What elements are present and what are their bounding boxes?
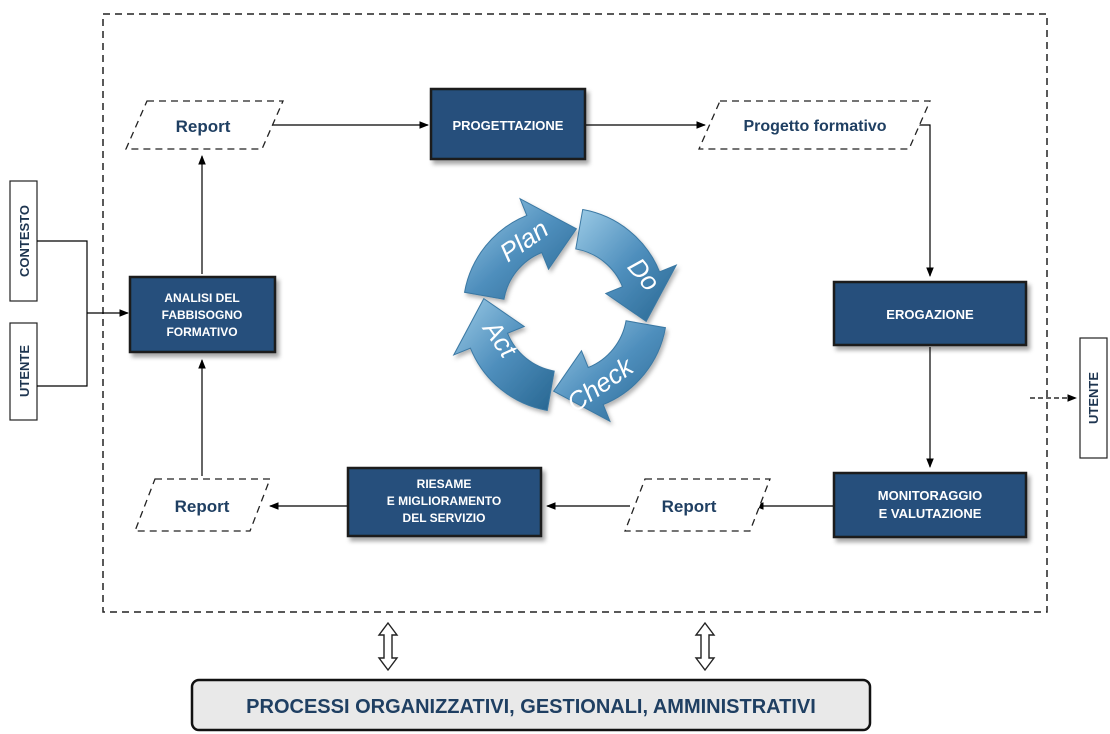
report-top: Report — [125, 100, 284, 150]
report-bottom-left-label: Report — [175, 497, 230, 516]
report-bottom-right-label: Report — [662, 497, 717, 516]
progettazione-label: PROGETTAZIONE — [453, 118, 564, 133]
riesame-box: RIESAME E MIGLIORAMENTO DEL SERVIZIO — [346, 466, 543, 538]
footer-processes-box: PROCESSI ORGANIZZATIVI, GESTIONALI, AMMI… — [190, 678, 872, 732]
erogazione-box: EROGAZIONE — [832, 280, 1028, 347]
double-arrow-left — [377, 621, 399, 672]
utente-input: UTENTE — [9, 322, 38, 421]
utente-output: UTENTE — [1079, 337, 1108, 459]
riesame-label-2: E MIGLIORAMENTO — [387, 494, 501, 508]
report-bottom-left: Report — [134, 478, 271, 532]
monitoraggio-box: MONITORAGGIO E VALUTAZIONE — [832, 471, 1028, 539]
analisi-label-2: FABBISOGNO — [162, 308, 243, 322]
contesto-input: CONTESTO — [9, 180, 38, 302]
analisi-label-1: ANALISI DEL — [164, 291, 239, 305]
contesto-label: CONTESTO — [17, 205, 32, 277]
progetto-formativo-label: Progetto formativo — [743, 118, 886, 135]
double-arrow-right — [694, 621, 716, 672]
riesame-label-1: RIESAME — [417, 477, 472, 491]
monitoraggio-label-2: E VALUTAZIONE — [879, 506, 982, 521]
do-arrow — [575, 208, 678, 323]
footer-label: PROCESSI ORGANIZZATIVI, GESTIONALI, AMMI… — [246, 696, 816, 718]
arrow-progetto-to-erogazione — [912, 124, 934, 277]
erogazione-label: EROGAZIONE — [886, 307, 974, 322]
report-top-label: Report — [176, 117, 231, 136]
plan-arrow — [463, 197, 578, 300]
monitoraggio-label-1: MONITORAGGIO — [878, 488, 982, 503]
pdca-cycle: Plan Do Check Act — [452, 197, 678, 423]
analisi-box: ANALISI DEL FABBISOGNO FORMATIVO — [128, 275, 277, 354]
report-bottom-right: Report — [624, 478, 771, 532]
input-connectors — [37, 240, 129, 387]
riesame-label-3: DEL SERVIZIO — [403, 511, 486, 525]
utente-input-label: UTENTE — [17, 345, 32, 397]
progettazione-box: PROGETTAZIONE — [429, 87, 587, 161]
analisi-label-3: FORMATIVO — [166, 325, 237, 339]
act-arrow — [452, 297, 555, 412]
progetto-formativo: Progetto formativo — [698, 100, 931, 150]
utente-output-label: UTENTE — [1086, 372, 1101, 424]
check-arrow — [552, 320, 667, 423]
